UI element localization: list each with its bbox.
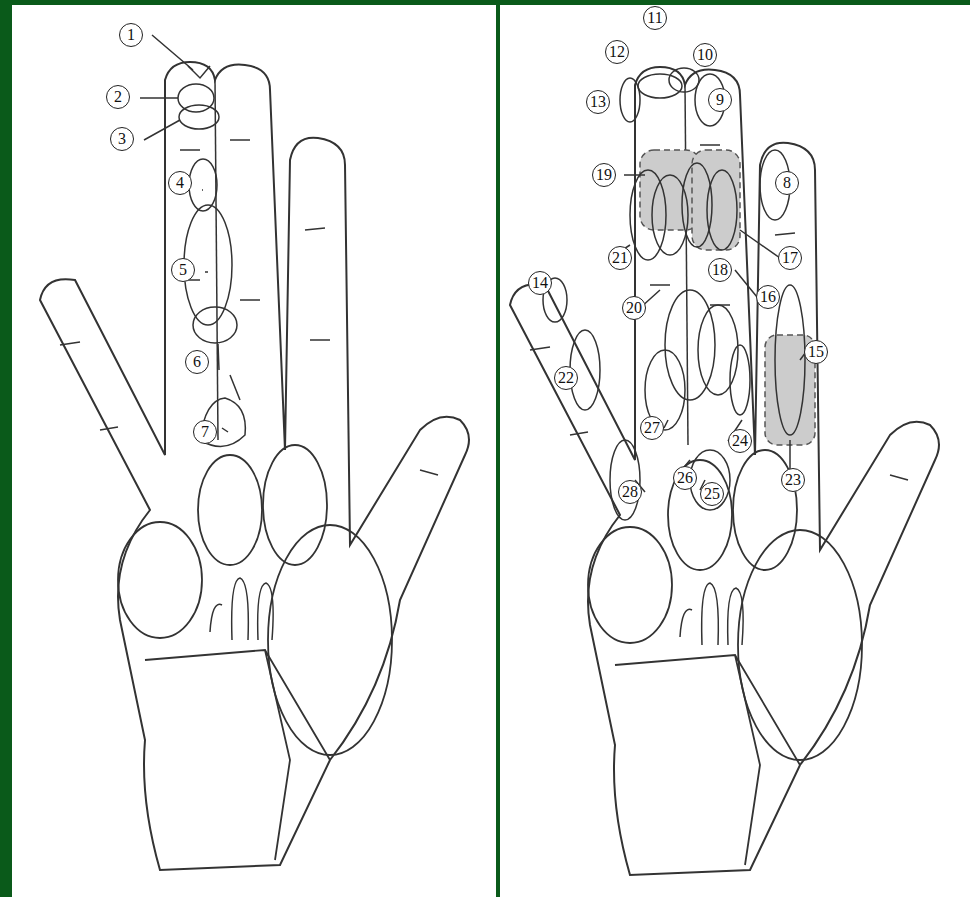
callout-number: 7: [193, 420, 217, 444]
callout-number: 16: [756, 285, 780, 309]
callout-number: 3: [110, 127, 134, 151]
callout-number: 10: [693, 43, 717, 67]
callout-number: 5: [171, 258, 195, 282]
callout-number: 2: [106, 85, 130, 109]
callout-number: 14: [528, 271, 552, 295]
callout-number: 17: [778, 246, 802, 270]
callout-number: 13: [586, 90, 610, 114]
callout-number: 19: [592, 163, 616, 187]
callout-number: 20: [622, 296, 646, 320]
callout-number: 18: [708, 258, 732, 282]
callout-number: 1: [119, 23, 143, 47]
callout-number: 8: [775, 171, 799, 195]
callout-number: 6: [185, 350, 209, 374]
callout-number: 4: [168, 171, 192, 195]
callout-number: 26: [673, 466, 697, 490]
callout-number: 21: [608, 246, 632, 270]
callout-number: 27: [640, 416, 664, 440]
callout-number: 22: [554, 366, 578, 390]
callout-number: 12: [605, 40, 629, 64]
callout-number: 23: [781, 468, 805, 492]
callout-number: 25: [700, 482, 724, 506]
callout-number: 15: [804, 340, 828, 364]
callout-number: 24: [728, 429, 752, 453]
callout-number: 9: [708, 88, 732, 112]
callout-number: 28: [618, 480, 642, 504]
callout-number: 11: [643, 6, 667, 30]
